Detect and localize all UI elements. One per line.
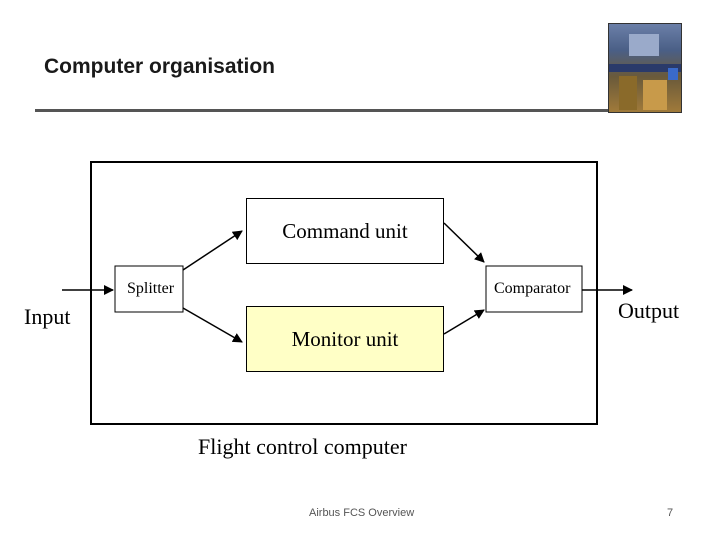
flight-control-computer-box xyxy=(90,161,598,425)
comparator-box xyxy=(485,265,583,313)
cover-graphic xyxy=(619,76,637,110)
output-label: Output xyxy=(618,298,680,323)
monitor-to-comparator-arrow xyxy=(443,309,485,335)
cover-title-band xyxy=(609,64,681,72)
page-number: 7 xyxy=(667,507,674,519)
input-label: Input xyxy=(24,304,71,329)
command-unit-label: Command unit xyxy=(282,218,408,243)
cover-graphic xyxy=(643,80,667,110)
comparator-label: Comparator xyxy=(494,280,571,297)
splitter-to-monitor-arrow xyxy=(182,307,243,343)
splitter-to-command-arrow xyxy=(182,230,243,271)
splitter-box xyxy=(114,265,184,313)
title-divider xyxy=(35,109,611,112)
cover-edition-badge xyxy=(668,68,678,80)
slide-title: Computer organisation xyxy=(44,55,276,78)
cover-graphic xyxy=(629,34,659,56)
splitter-label: Splitter xyxy=(127,280,175,297)
command-unit-box: Command unit xyxy=(246,198,444,264)
slide-footer: Airbus FCS Overview xyxy=(309,507,415,519)
monitor-unit-box: Monitor unit xyxy=(246,306,444,372)
book-cover-image xyxy=(608,23,682,113)
flight-control-computer-caption: Flight control computer xyxy=(198,434,407,459)
monitor-unit-label: Monitor unit xyxy=(291,326,399,351)
command-to-comparator-arrow xyxy=(443,222,485,263)
